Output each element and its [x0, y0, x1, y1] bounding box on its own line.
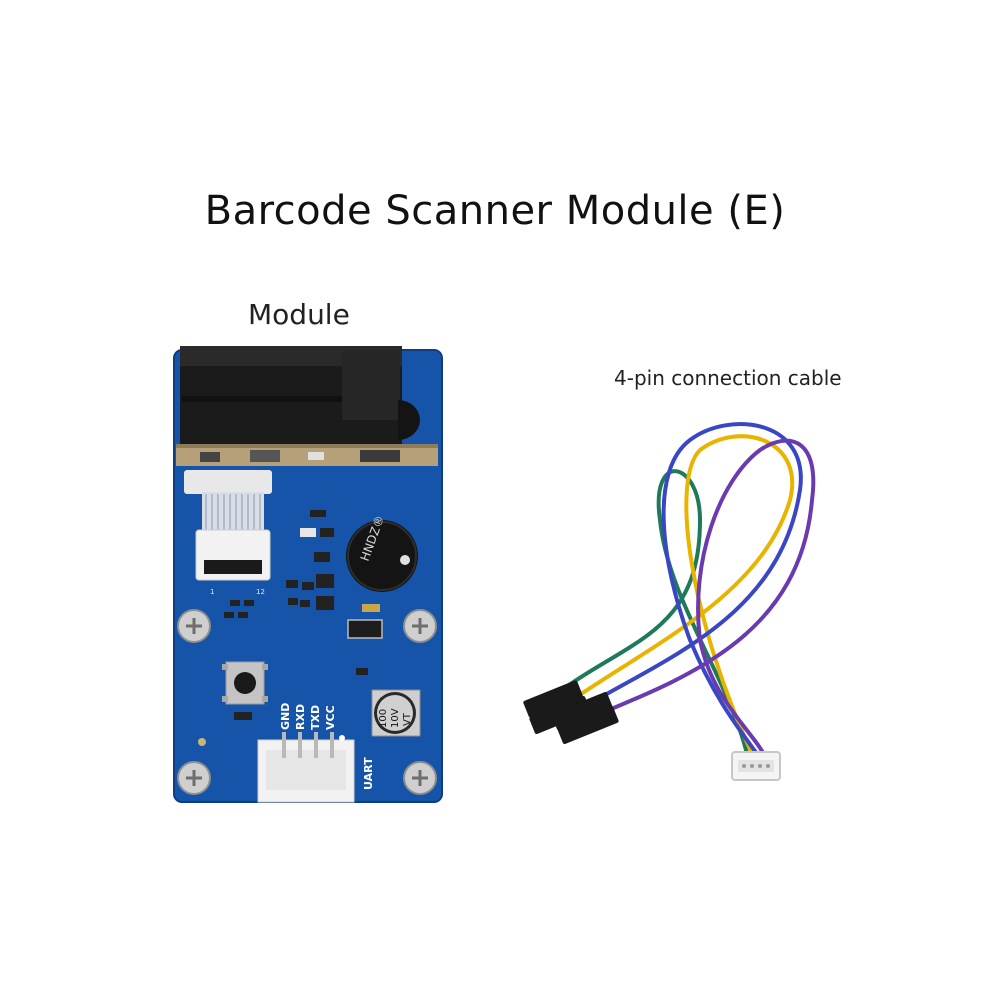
- scanner-engine: [176, 346, 438, 466]
- fpc-pin-1: 1: [210, 588, 214, 596]
- pin-labels: GND RXD TXD VCC UART: [279, 703, 375, 790]
- dupont-connectors: [523, 680, 619, 744]
- capacitor-value: 100: [378, 709, 389, 728]
- capacitor-voltage: 10V: [390, 708, 401, 728]
- cable-label: 4-pin connection cable: [614, 366, 842, 390]
- fpc-pin-12: 12: [256, 588, 265, 596]
- uart-connector: [257, 732, 355, 803]
- connection-cable: [542, 422, 816, 760]
- wire-purple: [578, 438, 816, 760]
- pin-label-vcc: VCC: [324, 705, 337, 730]
- jst-connector: [731, 751, 781, 781]
- page-title: Barcode Scanner Module (E): [204, 188, 786, 234]
- module-board: 1 12 HNDZ®: [173, 346, 443, 803]
- push-button: [222, 661, 268, 705]
- capacitor-series: VT: [402, 712, 413, 726]
- module-label: Module: [248, 298, 350, 331]
- pin-label-rxd: RXD: [294, 704, 307, 730]
- electrolytic-capacitor: 100 10V VT: [371, 689, 421, 737]
- pin-label-gnd: GND: [279, 703, 292, 730]
- smd-components: [224, 510, 383, 720]
- pin-label-txd: TXD: [309, 705, 322, 730]
- wire-blue: [570, 422, 803, 760]
- fpc-connector: 1 12: [184, 470, 272, 596]
- mounting-screws: [177, 609, 437, 795]
- wire-yellow: [550, 434, 795, 760]
- uart-label: UART: [362, 757, 375, 790]
